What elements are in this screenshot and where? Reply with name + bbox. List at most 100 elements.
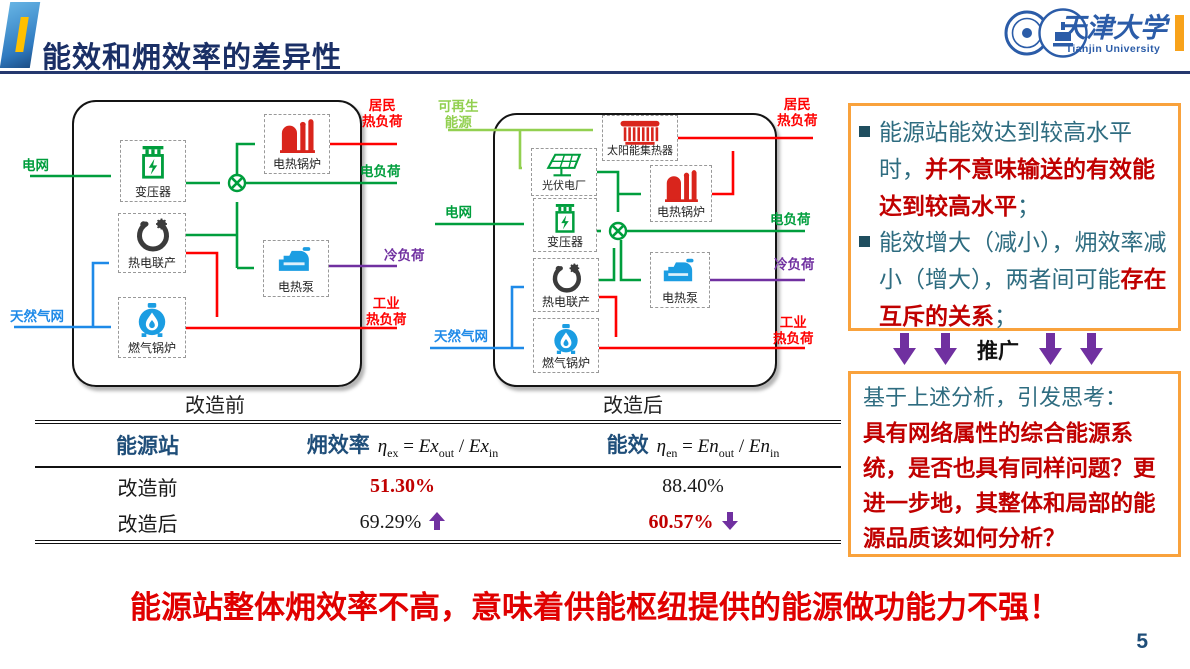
row-label: 改造后 [117, 513, 178, 536]
component-label: 电热泵 [661, 291, 698, 305]
note-text: ； [994, 302, 1017, 329]
component-chp: 热电联产 [118, 213, 186, 273]
pv-plant-icon [546, 153, 582, 177]
thinking-note-box: 基于上述分析，引发思考： 具有网络属性的综合能源系统，是否也具有同样问题？更进一… [848, 371, 1181, 557]
down-arrow-icon [934, 333, 957, 365]
component-pv-plant: 光伏电厂 [531, 148, 597, 196]
component-label: 变压器 [134, 185, 171, 199]
formula-symbol: Ex [468, 436, 489, 458]
analysis-note-box: 能源站能效达到较高水平时，并不意味输送的有效能达到较高水平； 能效增大（减小），… [848, 103, 1181, 331]
down-arrow-icon [1039, 333, 1062, 365]
note-bullet-2: 能效增大（减小），㶲效率减小（增大），两者间可能存在互斥的关系； [859, 224, 1168, 334]
component-solar-collector: 太阳能集热器 [602, 115, 678, 161]
formula-subscript: out [438, 445, 455, 460]
note-bullet-1: 能源站能效达到较高水平时，并不意味输送的有效能达到较高水平； [859, 114, 1168, 224]
formula-subscript: in [769, 445, 780, 460]
formula-symbol: En [697, 436, 719, 458]
flow-label-renewable: 可再生 能源 [438, 99, 479, 130]
heat-pump-icon [278, 247, 311, 271]
electric-boiler-icon [665, 170, 698, 202]
component-transformer: 变压器 [120, 140, 186, 202]
header-divider [0, 71, 1190, 74]
down-arrow-icon [1080, 333, 1103, 365]
electric-boiler-icon [280, 119, 315, 153]
conclusion-text: 能源站整体㶲效率不高，意味着供能枢纽提供的能源做功能力不强！ [130, 590, 1060, 625]
university-name-cn: 天津大学 [1059, 13, 1167, 44]
page-title: 能效和㶲效率的差异性 [42, 42, 343, 75]
flow-label-cooling-load: 冷负荷 [384, 248, 425, 263]
table-row-before: 改造前 51.30% 88.40% [35, 468, 841, 504]
component-electric-boiler-after: 电热锅炉 [650, 165, 712, 222]
formula-symbol: η [656, 436, 667, 458]
component-label: 热电联产 [541, 295, 590, 309]
system-boundary-before [72, 100, 362, 387]
note-text: 能效增大（减小），㶲效率减小（增大），两者间可能 [879, 229, 1167, 293]
component-chp-after: 热电联产 [533, 258, 599, 312]
university-emblem-icon [1038, 8, 1088, 58]
flow-label-cooling-load-after: 冷负荷 [774, 257, 815, 272]
formula-subscript: out [718, 445, 735, 460]
component-label: 热电联产 [127, 256, 176, 270]
system-boundary-after [493, 113, 777, 387]
component-label: 电热锅炉 [656, 205, 705, 219]
component-label: 变压器 [546, 235, 583, 249]
transformer-icon [555, 204, 575, 233]
decrease-arrow-icon [721, 511, 738, 530]
flow-label-residential-heat-load: 居民 热负荷 [362, 98, 403, 129]
component-label: 光伏电厂 [542, 180, 586, 192]
exergy-formula: ηex = Exout / Exin [377, 436, 499, 460]
university-logo: 天津大学 Tianjin University [1003, 7, 1184, 59]
gas-boiler-icon [554, 324, 578, 354]
energy-value-after: 60.57% [648, 510, 714, 533]
component-label: 电热泵 [277, 280, 314, 294]
component-heat-pump: 电热泵 [263, 240, 329, 297]
formula-subscript: ex [387, 445, 399, 460]
chp-icon [137, 218, 169, 252]
formula-subscript: in [488, 445, 499, 460]
formula-divide: / [454, 436, 469, 458]
bullet-square-icon [859, 236, 870, 248]
page-number: 5 [1136, 630, 1148, 653]
promotion-arrows: 推广 [893, 333, 1103, 366]
chp-icon [552, 263, 581, 293]
energy-label: 能效 [606, 434, 649, 458]
note-text-emphasis: 并不意味输送的有效能达到较高水平 [879, 155, 1155, 219]
flow-label-gas-network: 天然气网 [10, 309, 64, 324]
diagram-caption-after: 改造后 [603, 395, 663, 417]
solar-collector-icon [620, 120, 660, 145]
component-electric-boiler: 电热锅炉 [264, 114, 330, 174]
formula-symbol: η [377, 436, 388, 458]
flow-label-residential-heat-load-after: 居民 热负荷 [777, 97, 818, 128]
university-name-en: Tianjin University [1065, 43, 1161, 55]
diagram-caption-before: 改造前 [185, 395, 245, 417]
university-seal-icon [1004, 10, 1050, 56]
note-intro: 基于上述分析，引发思考： [863, 385, 1128, 410]
bullet-square-icon [859, 126, 870, 137]
flow-label-industrial-heat-load-after: 工业 热负荷 [773, 315, 814, 346]
heat-pump-icon [663, 258, 694, 282]
flow-label-industrial-heat-load: 工业 热负荷 [366, 296, 407, 327]
component-label: 燃气锅炉 [541, 356, 590, 370]
note-text: 能源站能效达到较高水平时， [879, 119, 1132, 182]
exergy-value-before: 51.30% [370, 474, 435, 497]
formula-symbol: En [748, 436, 770, 458]
flow-label-grid-after: 电网 [445, 205, 472, 220]
component-label: 燃气锅炉 [127, 341, 176, 355]
gas-boiler-icon [138, 303, 166, 337]
transformer-icon [142, 146, 164, 179]
exergy-label: 㶲效率 [306, 434, 370, 458]
component-label: 电热锅炉 [272, 157, 321, 171]
formula-divide: / [734, 436, 749, 458]
down-arrow-icon [893, 333, 916, 365]
component-heat-pump-after: 电热泵 [650, 252, 710, 308]
energy-value-before: 88.40% [662, 474, 724, 497]
component-transformer-after: 变压器 [533, 198, 597, 252]
row-label: 改造前 [117, 477, 178, 500]
component-gas-boiler-after: 燃气锅炉 [533, 318, 599, 373]
formula-equals: = [677, 436, 698, 458]
formula-subscript: en [666, 445, 678, 460]
logo-accent-bar [1175, 15, 1184, 51]
